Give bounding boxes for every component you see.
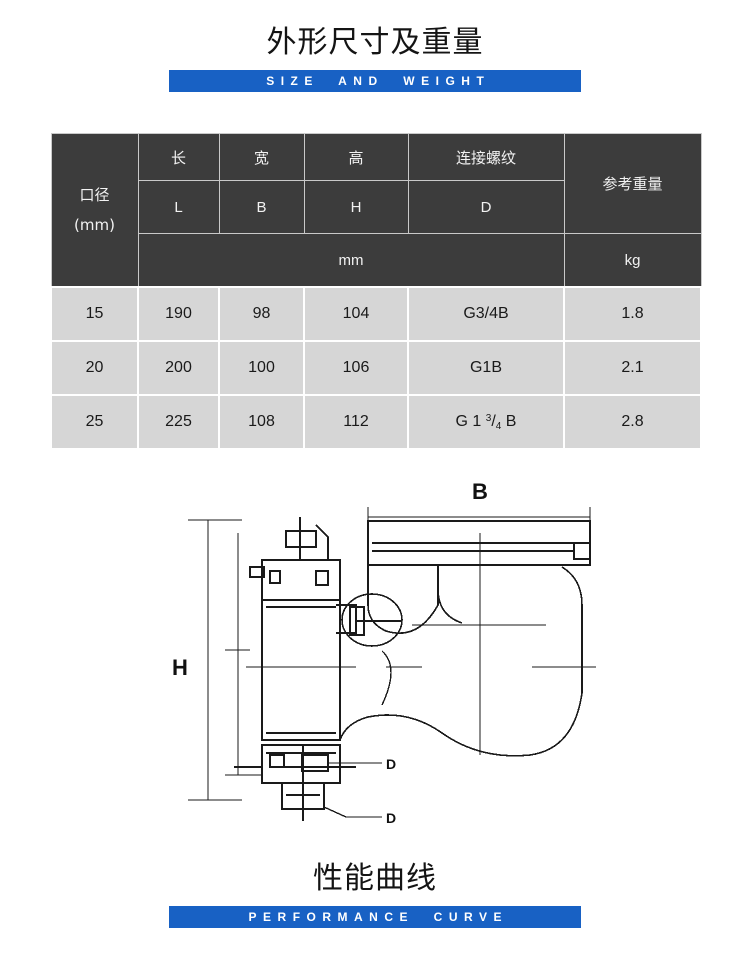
thread-fraction: G 1 3/4 B (456, 413, 517, 432)
size-weight-title-cn: 外形尺寸及重量 (266, 25, 484, 60)
header-length-symbol: L (137, 180, 220, 234)
valve-cover-plate (367, 520, 591, 566)
performance-curve-banner: PERFORMANCE CURVE (169, 906, 581, 928)
table-header-row-3: mm kg (51, 233, 702, 288)
cell-caliber: 20 (50, 340, 139, 396)
cell-weight: 2.8 (563, 394, 702, 450)
cell-length: 200 (137, 340, 220, 396)
header-caliber-label: 口径 (79, 186, 110, 204)
header-height-symbol: H (303, 180, 409, 234)
header-dimension-unit: mm (137, 233, 565, 288)
table-row: 15 190 98 104 G3/4B 1.8 (50, 286, 702, 342)
label-d-upper: D (386, 756, 396, 772)
cell-caliber: 25 (50, 394, 139, 450)
header-width-cn: 宽 (218, 133, 305, 181)
dimension-line-h (188, 519, 242, 801)
thread-numerator: 3 (485, 412, 492, 424)
outlet-flange (234, 744, 356, 821)
cell-thread: G3/4B (407, 286, 565, 342)
table-header-row-2: L B H D (51, 180, 701, 234)
size-weight-section-heading: 外形尺寸及重量 SIZE AND WEIGHT (0, 0, 750, 92)
table-header-row-1: 口径 (mm) 长 宽 高 连接螺纹 参考重量 (50, 133, 702, 288)
dimension-line-h-inner (225, 533, 262, 776)
cell-caliber: 15 (50, 286, 139, 342)
table-row: 20 200 100 106 G1B 2.1 (50, 340, 702, 396)
cell-width: 108 (218, 394, 305, 450)
header-reference-weight-cn: 参考重量 (563, 133, 702, 234)
valve-neck (246, 599, 356, 741)
thread-denominator: 4 (495, 420, 502, 432)
thread-prefix: G 1 (455, 412, 486, 430)
leader-line-d-lower (323, 806, 382, 818)
valve-drawing-svg: H B D D (172, 479, 596, 826)
header-length-cn: 长 (137, 133, 220, 181)
label-d-lower: D (386, 810, 396, 826)
header-caliber-unit: (mm) (74, 216, 115, 234)
performance-curve-section-heading: 性能曲线 PERFORMANCE CURVE (0, 858, 750, 928)
performance-curve-title-en: PERFORMANCE CURVE (248, 910, 508, 924)
performance-curve-title-cn: 性能曲线 (313, 861, 437, 896)
dimension-line-b (367, 507, 591, 555)
label-b: B (472, 479, 488, 504)
size-weight-title-en: SIZE AND WEIGHT (266, 74, 491, 88)
valve-seat (336, 593, 403, 647)
cell-length: 225 (137, 394, 220, 450)
cell-thread: G 1 3/4 B (407, 394, 565, 450)
cell-weight: 2.1 (563, 340, 702, 396)
cell-weight: 1.8 (563, 286, 702, 342)
thread-slash: / (491, 412, 496, 430)
size-weight-banner: SIZE AND WEIGHT (169, 70, 581, 92)
table-row: 25 225 108 112 G 1 3/4 B 2.8 (50, 394, 702, 450)
cell-width: 100 (218, 340, 305, 396)
cell-height: 104 (303, 286, 409, 342)
cell-width: 98 (218, 286, 305, 342)
header-caliber: 口径 (mm) (50, 133, 139, 288)
lever-housing-upper (249, 517, 341, 601)
header-height-cn: 高 (303, 133, 409, 181)
header-thread-cn: 连接螺纹 (407, 133, 565, 181)
cell-length: 190 (137, 286, 220, 342)
thread-suffix: B (501, 412, 517, 430)
header-width-symbol: B (218, 180, 305, 234)
cell-height: 112 (303, 394, 409, 450)
dimensions-weight-table: 口径 (mm) 长 宽 高 连接螺纹 参考重量 L B H D mm kg (50, 133, 702, 450)
label-h: H (172, 655, 188, 680)
float-chamber (339, 533, 596, 757)
header-weight-unit: kg (563, 233, 702, 288)
cell-height: 106 (303, 340, 409, 396)
spec-table-container: 口径 (mm) 长 宽 高 连接螺纹 参考重量 L B H D mm kg (50, 133, 702, 450)
valve-technical-drawing: H B D D (0, 455, 750, 855)
header-thread-symbol: D (407, 180, 565, 234)
cell-thread: G1B (407, 340, 565, 396)
